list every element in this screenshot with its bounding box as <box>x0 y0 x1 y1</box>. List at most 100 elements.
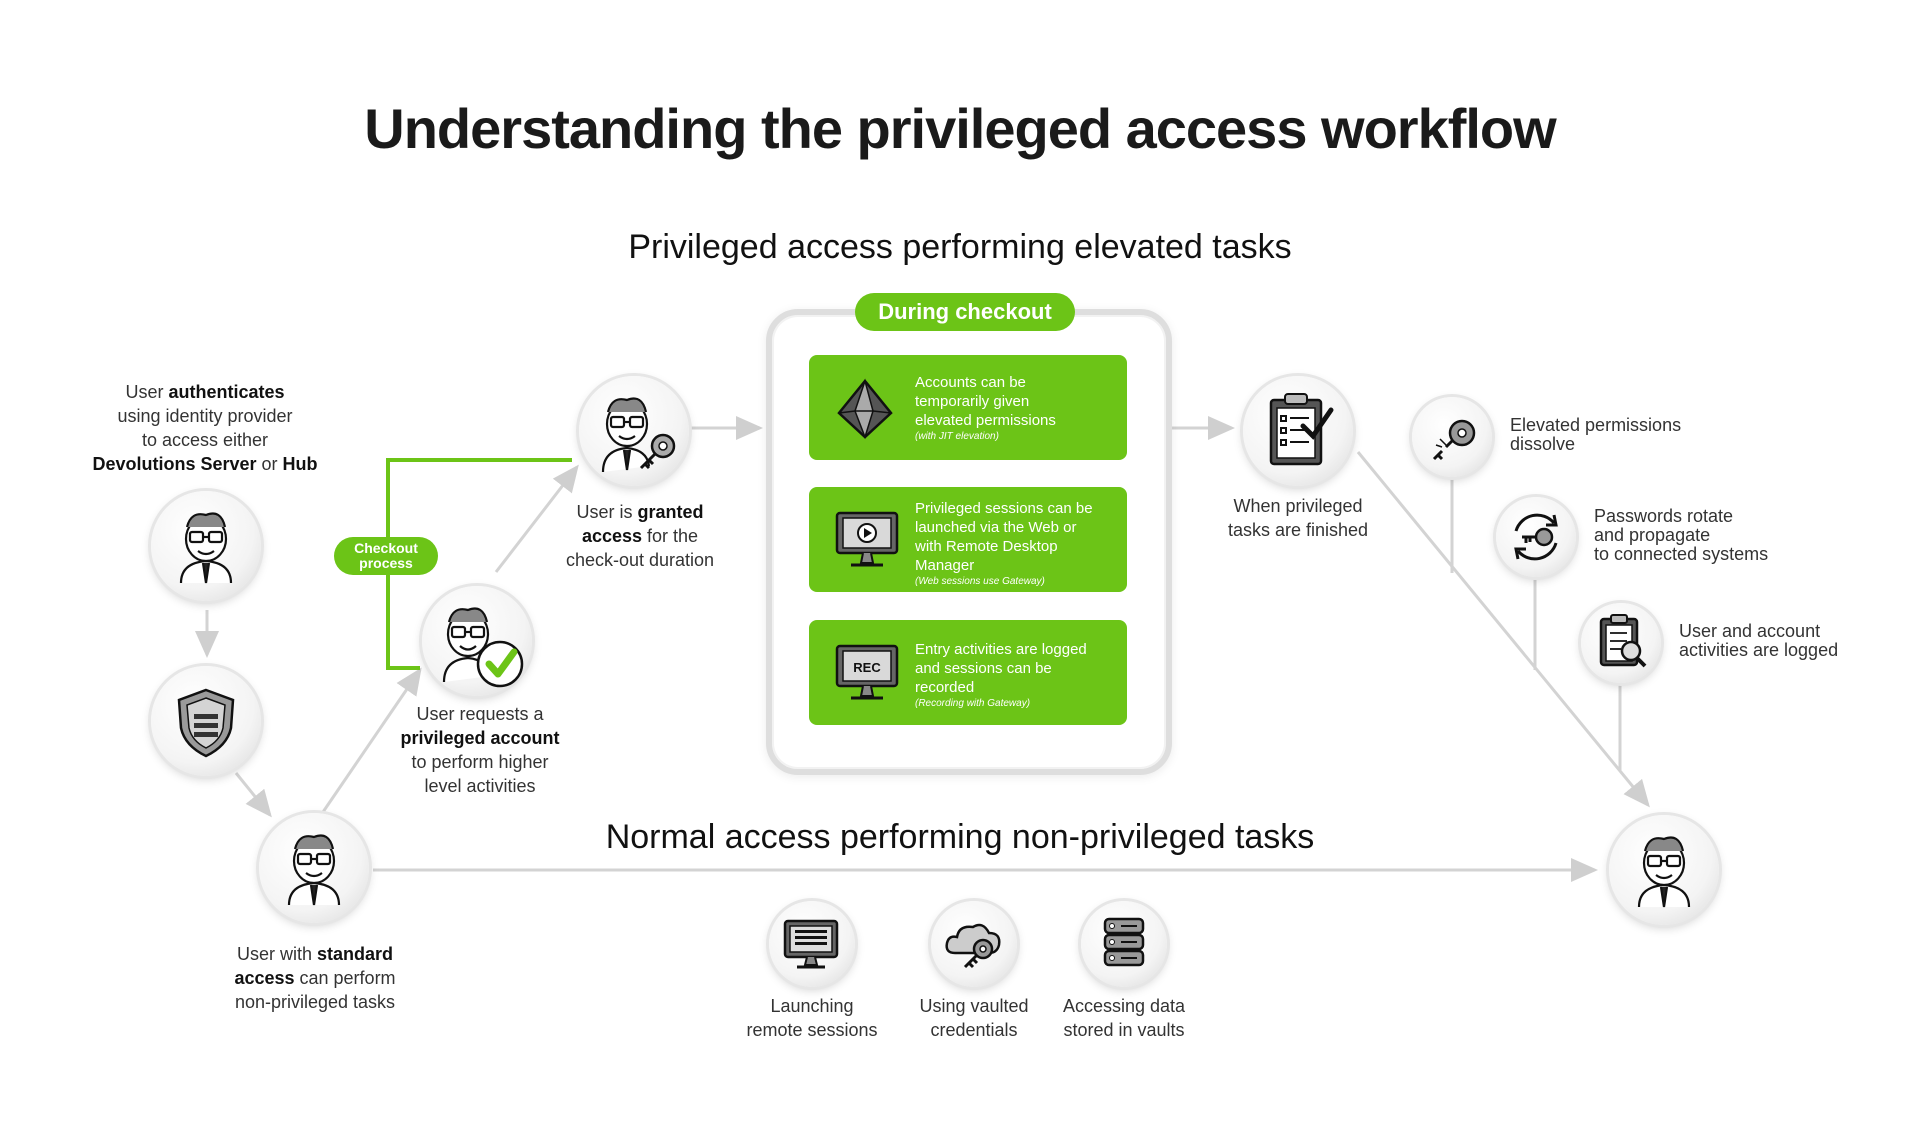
card-line: Accounts can be <box>915 374 1026 391</box>
card-text: Accounts can be temporarily given elevat… <box>915 373 1117 443</box>
card-line: and sessions can be <box>915 660 1052 677</box>
rec-text: REC <box>853 660 881 675</box>
label-rotate: Passwords rotate and propagate to connec… <box>1594 507 1894 564</box>
during-checkout-header: During checkout <box>855 293 1075 331</box>
label-text: and propagate <box>1594 525 1711 545</box>
label-text: non-privileged tasks <box>234 992 396 1012</box>
user-key-icon <box>601 397 676 473</box>
label-bold: access <box>581 526 643 546</box>
after-task-rotate <box>1496 497 1576 577</box>
monitor-play-icon <box>835 511 899 567</box>
user-avatar-standard <box>259 813 369 923</box>
label-text: User with <box>236 944 317 964</box>
label-text: Launching <box>770 996 854 1016</box>
label-bold: Devolutions Server <box>92 454 257 474</box>
tasks-finished <box>1243 376 1353 486</box>
card-line: Entry activities are logged <box>915 641 1087 658</box>
broken-key-icon <box>1432 419 1476 461</box>
label-text: User is <box>576 502 638 522</box>
section-title-privileged: Privileged access performing elevated ta… <box>628 228 1292 266</box>
checkout-card-jit: Accounts can be temporarily given elevat… <box>809 355 1127 460</box>
checkout-process-badge: Checkout process <box>334 537 438 575</box>
card-text: Privileged sessions can be launched via … <box>915 499 1117 588</box>
after-task-logged <box>1581 603 1661 683</box>
remote-session-icon <box>783 919 839 969</box>
label-text: Using vaulted <box>919 996 1029 1016</box>
label-bold: Hub <box>282 454 318 474</box>
user-avatar-request <box>422 586 532 696</box>
user-icon <box>1637 836 1691 908</box>
label-text: When privileged <box>1233 496 1363 516</box>
clipboard-search-icon <box>1599 614 1647 668</box>
connector-finished-user <box>1356 451 1650 808</box>
label-dissolve: Elevated permissions dissolve <box>1510 416 1770 454</box>
card-line: temporarily given <box>915 393 1030 410</box>
section-title-normal: Normal access performing non-privileged … <box>605 818 1315 856</box>
normal-task-credentials <box>931 901 1017 987</box>
label-text: activities are logged <box>1679 640 1839 660</box>
label-text: dissolve <box>1510 434 1576 454</box>
label-remote: Launching remote sessions <box>722 994 902 1042</box>
label-text: level activities <box>424 776 536 796</box>
shield-icon <box>177 688 235 758</box>
label-text: credentials <box>930 1020 1018 1040</box>
label-bold: granted <box>637 502 704 522</box>
checkout-card-sessions: Privileged sessions can be launched via … <box>809 487 1127 592</box>
label-text: User <box>125 382 169 402</box>
label-standard: User with standard access can perform no… <box>170 942 460 1014</box>
vault-credentials-icon <box>945 923 1001 969</box>
user-avatar-granted <box>579 376 689 486</box>
label-authenticate: User authenticates using identity provid… <box>50 380 360 476</box>
identity-shield <box>151 666 261 776</box>
user-icon <box>179 512 233 584</box>
user-check-icon <box>442 607 524 688</box>
after-task-dissolve <box>1412 397 1492 477</box>
database-icon <box>1103 917 1145 967</box>
label-text: remote sessions <box>746 1020 878 1040</box>
label-granted: User is granted access for the check-out… <box>500 500 780 572</box>
card-line: recorded <box>915 679 975 696</box>
label-finished: When privileged tasks are finished <box>1180 494 1416 542</box>
checkout-card-recording: REC Entry activities are logged and sess… <box>809 620 1127 725</box>
label-logged: User and account activities are logged <box>1679 622 1909 660</box>
label-text: stored in vaults <box>1063 1020 1185 1040</box>
label-bold: privileged account <box>400 728 560 748</box>
badge-text: Checkout <box>354 540 418 556</box>
card-note: (with JIT elevation) <box>915 431 999 442</box>
label-text: to perform higher <box>411 752 549 772</box>
card-line: with Remote Desktop <box>915 538 1058 555</box>
label-bold: authenticates <box>168 382 285 402</box>
label-text: to connected systems <box>1594 544 1769 564</box>
card-line: Privileged sessions can be <box>915 500 1093 517</box>
monitor-rec-icon: REC <box>835 644 899 700</box>
crystal-icon <box>837 378 893 440</box>
label-text: check-out duration <box>565 550 715 570</box>
label-text: using identity provider <box>117 406 293 426</box>
label-text: to access either <box>141 430 269 450</box>
card-note: (Web sessions use Gateway) <box>915 576 1045 587</box>
label-text: for the <box>642 526 699 546</box>
connector-shield-user <box>234 772 272 818</box>
connector-user-request <box>321 667 422 813</box>
card-note: (Recording with Gateway) <box>915 698 1031 709</box>
label-text: tasks are finished <box>1227 520 1369 540</box>
normal-task-remote <box>769 901 855 987</box>
clipboard-check-icon <box>1269 393 1334 466</box>
label-text: User and account <box>1679 621 1821 641</box>
card-line: launched via the Web or <box>915 519 1077 536</box>
label-text: User requests a <box>416 704 544 724</box>
card-text: Entry activities are logged and sessions… <box>915 640 1117 710</box>
label-request: User requests a privileged account to pe… <box>330 702 630 798</box>
label-text: Elevated permissions <box>1510 415 1682 435</box>
user-avatar-final <box>1609 815 1719 925</box>
connector-request-granted <box>494 464 579 573</box>
page-title: Understanding the privileged access work… <box>364 97 1556 160</box>
user-icon <box>287 834 341 906</box>
label-text: Passwords rotate <box>1594 506 1734 526</box>
label-data: Accessing data stored in vaults <box>1034 994 1214 1042</box>
user-avatar-authenticate <box>151 491 261 601</box>
badge-text: process <box>359 555 413 571</box>
normal-task-data <box>1081 901 1167 987</box>
card-line: Manager <box>915 557 975 574</box>
